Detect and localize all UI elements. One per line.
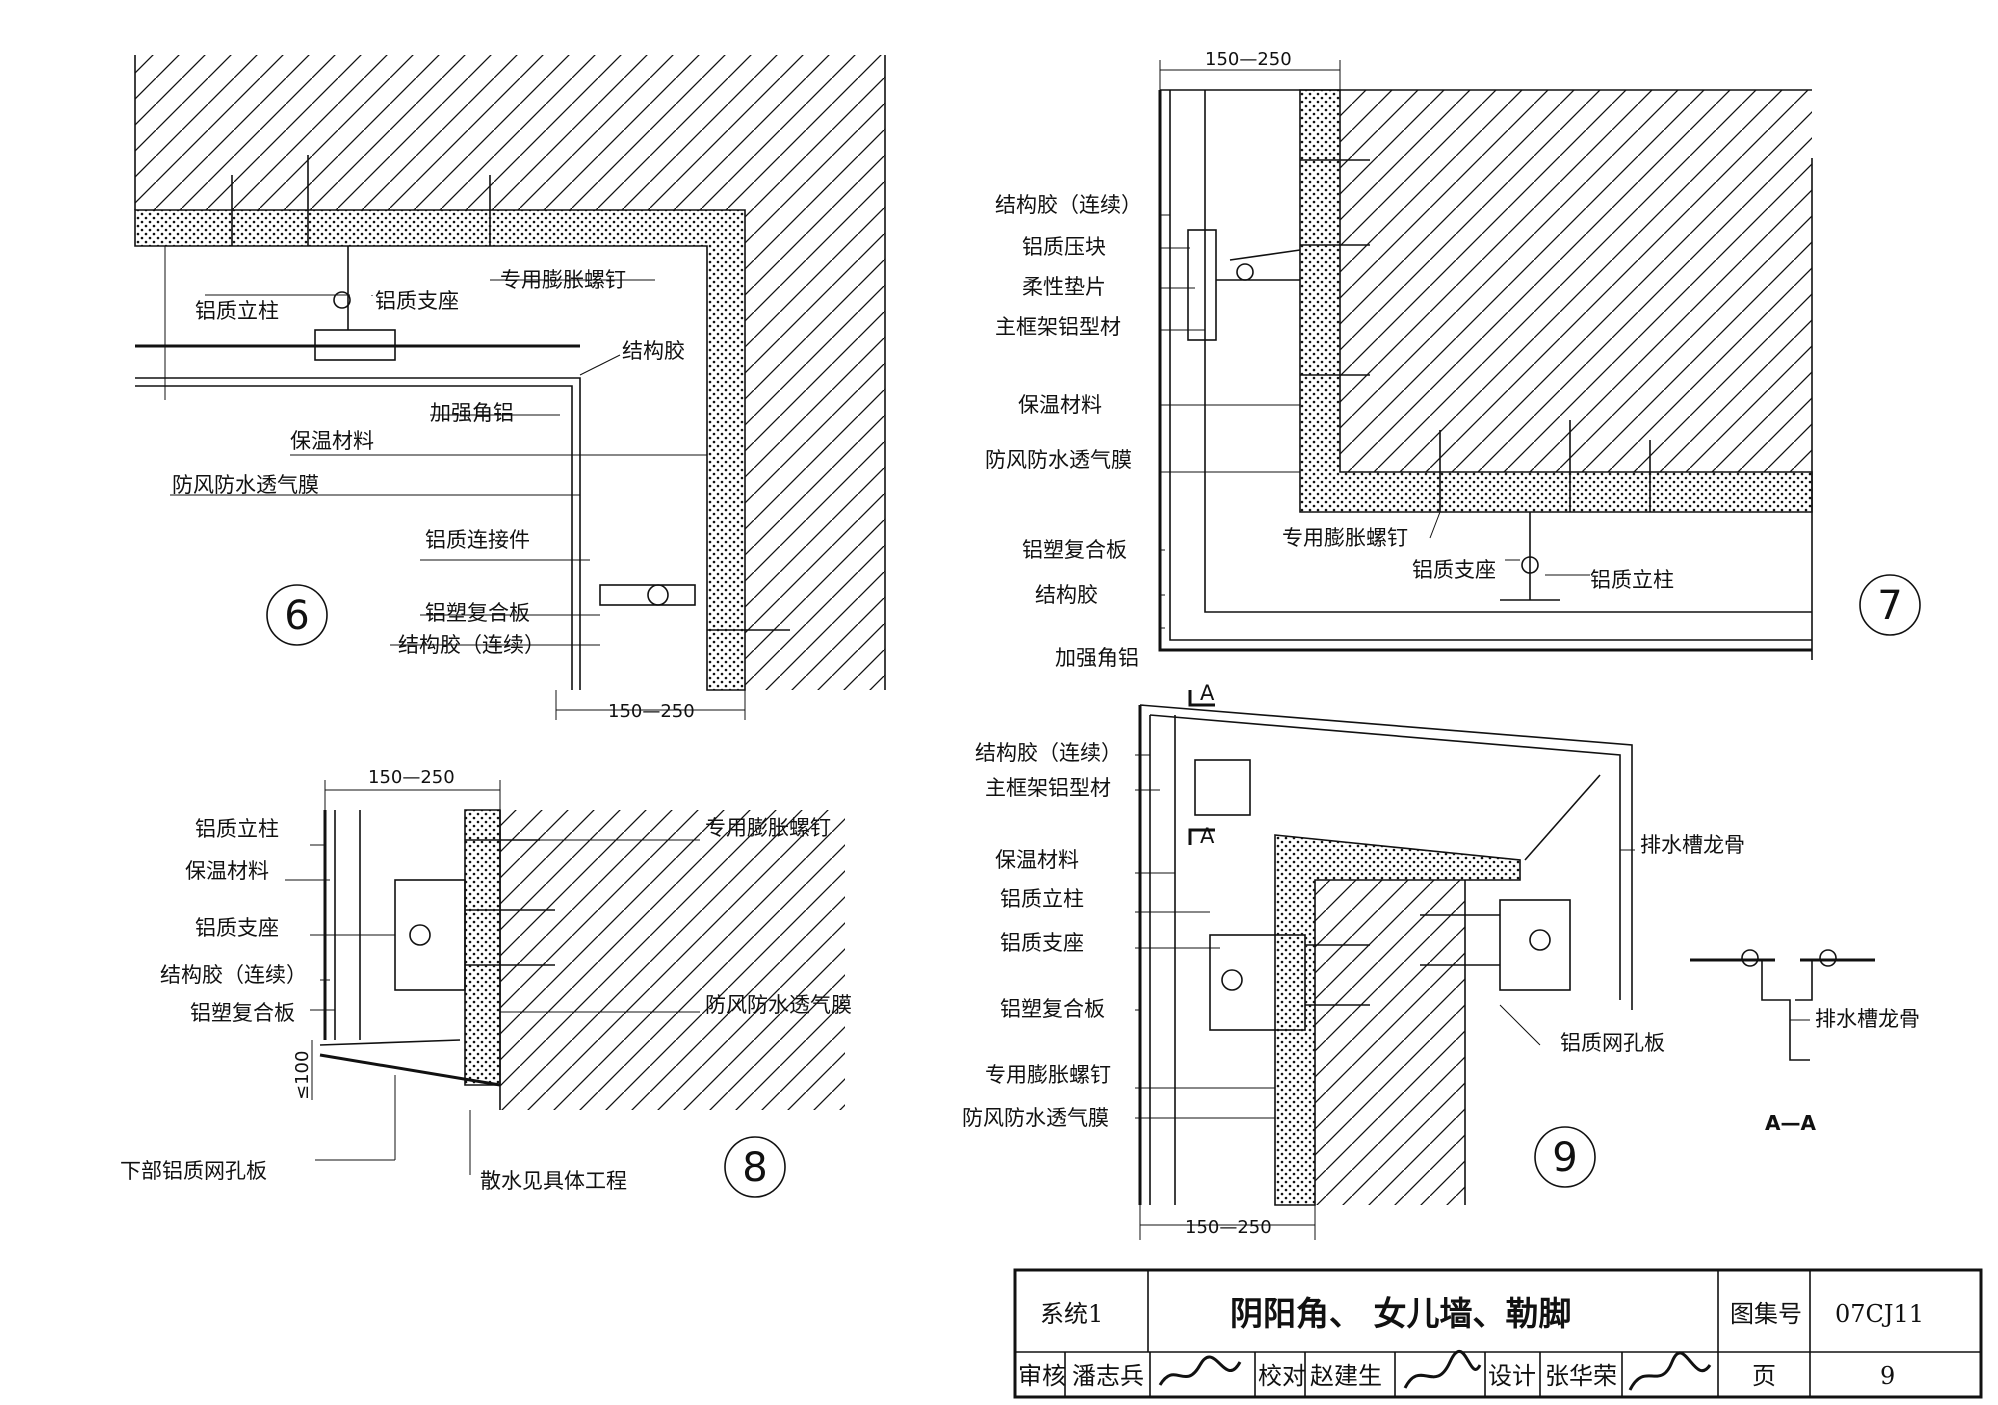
detail-6-label-structural-glue: 结构胶: [622, 339, 685, 363]
detail-7-label-insulation: 保温材料: [1018, 393, 1102, 417]
detail-7-label-main-frame: 主框架铝型材: [995, 315, 1121, 339]
detail-8-insulation: [464, 809, 501, 1086]
detail-7-marker: [1859, 574, 1921, 636]
detail-7-label-aluminum-support: 铝质支座: [1412, 558, 1496, 582]
detail-7: 150—250 结构胶（连续） 铝质压块 柔性垫片 主框架铝型材 保温材料 防风…: [985, 49, 1921, 670]
detail-9-number: 9: [1552, 1135, 1577, 1181]
detail-8-label-expansion-screw: 专用膨胀螺钉: [705, 816, 831, 840]
detail-6-label-reinforcing-angle: 加强角铝: [430, 401, 514, 425]
detail-9-insulation: [1274, 834, 1521, 1206]
detail-8-marker: [724, 1136, 786, 1198]
detail-9-label-glue-continuous: 结构胶（连续）: [975, 741, 1122, 765]
detail-7-dimension: 150—250: [1205, 49, 1292, 70]
detail-6-concrete-wall: [135, 55, 885, 690]
detail-8-number: 8: [742, 1145, 767, 1191]
detail-7-label-expansion-screw: 专用膨胀螺钉: [1282, 526, 1408, 550]
detail-9-label-expansion-screw: 专用膨胀螺钉: [985, 1063, 1111, 1087]
detail-9-label-insulation: 保温材料: [995, 848, 1079, 872]
detail-7-concrete-wall: [1340, 90, 1812, 472]
detail-6-label-aluminum-column: 铝质立柱: [195, 299, 279, 323]
designer-signature: [1628, 1351, 1712, 1391]
title-block: 系统1 阴阳角、 女儿墙、勒脚 图集号 07CJ11 审核 潘志兵 校对 赵建生…: [1013, 1268, 1983, 1399]
detail-7-label-flexible-gasket: 柔性垫片: [1022, 275, 1106, 299]
detail-6-label-insulation: 保温材料: [290, 429, 374, 453]
detail-9-section-mark-top: A: [1200, 681, 1215, 705]
detail-9-label-composite-panel: 铝塑复合板: [1000, 997, 1105, 1021]
detail-8-label-aluminum-column: 铝质立柱: [195, 817, 279, 841]
detail-9: A A 150—250 结构胶（连续） 主框架铝型材 保温材料 铝质立柱 铝质支…: [962, 681, 1745, 1240]
detail-9-dimension: 150—250: [1185, 1217, 1272, 1238]
detail-9-marker: [1534, 1126, 1596, 1188]
section-a-a: 排水槽龙骨 A—A: [1690, 949, 1920, 1135]
detail-7-label-pressure-block: 铝质压块: [1022, 235, 1106, 259]
title-block-atlas-number: 07CJ11: [1835, 1300, 1924, 1328]
reviewer-signature: [1158, 1355, 1242, 1386]
detail-8: 150—250 ≤100 铝质立柱 保温材料 铝质支座 结构胶（连续） 铝塑复合…: [120, 767, 852, 1198]
detail-6-label-expansion-screw: 专用膨胀螺钉: [500, 268, 626, 292]
title-block-atlas-label: 图集号: [1730, 1300, 1802, 1328]
title-block-page-label: 页: [1752, 1362, 1776, 1390]
detail-7-label-reinforcing-angle: 加强角铝: [1055, 646, 1139, 670]
detail-6-label-glue-continuous: 结构胶（连续）: [398, 633, 545, 657]
detail-8-dimension-small: ≤100: [292, 1051, 313, 1100]
detail-9-label-aluminum-support: 铝质支座: [1000, 931, 1084, 955]
detail-7-label-membrane: 防风防水透气膜: [985, 448, 1132, 472]
detail-7-label-glue-continuous: 结构胶（连续）: [995, 193, 1142, 217]
detail-8-label-composite-panel: 铝塑复合板: [190, 1001, 295, 1025]
detail-6-label-aluminum-support: 铝质支座: [375, 289, 459, 313]
detail-7-label-composite-panel: 铝塑复合板: [1022, 538, 1127, 562]
detail-6-marker: [266, 584, 328, 646]
section-a-a-caption: A—A: [1765, 1111, 1816, 1135]
title-block-check-label: 校对: [1258, 1362, 1306, 1390]
title-block-system: 系统1: [1040, 1300, 1103, 1328]
detail-6: 150—250 专用膨胀螺钉 铝质立柱 铝质支座 结构胶 加强角铝 保温材料 防…: [134, 55, 886, 722]
title-block-checker: 赵建生: [1310, 1362, 1382, 1390]
detail-6-label-connector: 铝质连接件: [425, 528, 530, 552]
detail-7-label-aluminum-column: 铝质立柱: [1590, 568, 1674, 592]
detail-6-insulation: [134, 209, 746, 691]
detail-9-label-drain-keel: 排水槽龙骨: [1640, 833, 1745, 857]
title-block-page-number: 9: [1880, 1362, 1895, 1390]
title-block-review-label: 审核: [1018, 1362, 1066, 1390]
title-block-title: 阴阳角、 女儿墙、勒脚: [1230, 1294, 1572, 1333]
detail-9-label-membrane: 防风防水透气膜: [962, 1106, 1109, 1130]
detail-9-label-mesh-panel: 铝质网孔板: [1560, 1031, 1665, 1055]
detail-8-label-apron: 散水见具体工程: [480, 1169, 627, 1193]
detail-8-label-aluminum-support: 铝质支座: [195, 916, 279, 940]
detail-9-concrete-wall: [1315, 880, 1465, 1205]
checker-signature: [1403, 1350, 1482, 1389]
detail-8-label-lower-mesh-panel: 下部铝质网孔板: [120, 1159, 267, 1183]
detail-8-label-membrane: 防风防水透气膜: [705, 993, 852, 1017]
detail-8-concrete-wall: [500, 810, 845, 1110]
detail-6-number: 6: [284, 593, 309, 639]
title-block-design-label: 设计: [1488, 1362, 1536, 1390]
detail-8-label-glue-continuous: 结构胶（连续）: [160, 963, 307, 987]
detail-6-dimension: 150—250: [608, 701, 695, 722]
detail-7-label-structural-glue: 结构胶: [1035, 583, 1098, 607]
detail-8-label-insulation: 保温材料: [185, 859, 269, 883]
title-block-reviewer: 潘志兵: [1072, 1362, 1144, 1390]
title-block-designer: 张华荣: [1545, 1362, 1617, 1390]
detail-9-label-main-frame: 主框架铝型材: [985, 776, 1111, 800]
detail-9-label-aluminum-column: 铝质立柱: [1000, 887, 1084, 911]
detail-7-number: 7: [1877, 583, 1902, 629]
detail-6-label-membrane: 防风防水透气膜: [172, 473, 319, 497]
detail-9-section-mark-bottom: A: [1200, 824, 1215, 848]
detail-6-label-composite-panel: 铝塑复合板: [425, 601, 530, 625]
detail-8-dimension: 150—250: [368, 767, 455, 788]
section-a-a-label: 排水槽龙骨: [1815, 1007, 1920, 1031]
